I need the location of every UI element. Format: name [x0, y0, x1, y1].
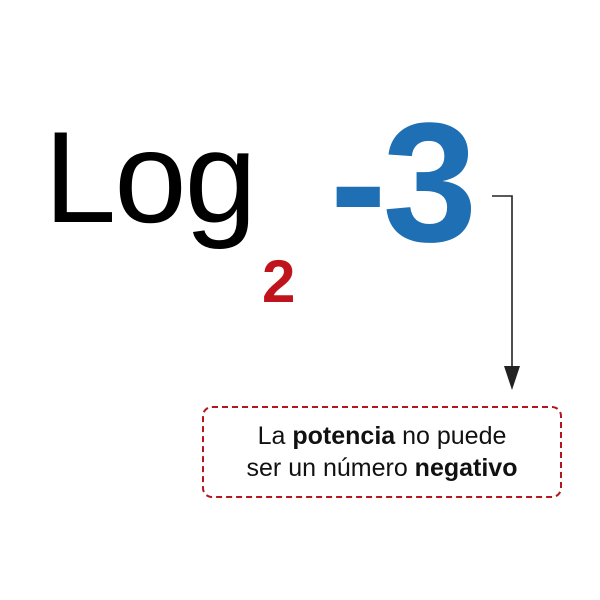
note-line-1-prefix: La: [257, 422, 293, 450]
log-base: 2: [262, 248, 296, 315]
note-line-1: La potencia no puede: [258, 420, 507, 452]
note-bold-potencia: potencia: [292, 422, 396, 450]
note-bold-negativo: negativo: [414, 454, 518, 482]
note-line-2: ser un número negativo: [247, 452, 518, 484]
log-argument: -3: [330, 88, 477, 278]
logarithm-expression: Log 2 -3: [44, 88, 477, 315]
log-function-word: Log: [44, 104, 257, 250]
note-callout: La potencia no puede ser un número negat…: [202, 406, 562, 498]
note-line-1-suffix: no puede: [395, 422, 507, 450]
arrow-head-icon: [504, 366, 520, 390]
note-line-2-prefix: ser un número: [246, 454, 415, 482]
